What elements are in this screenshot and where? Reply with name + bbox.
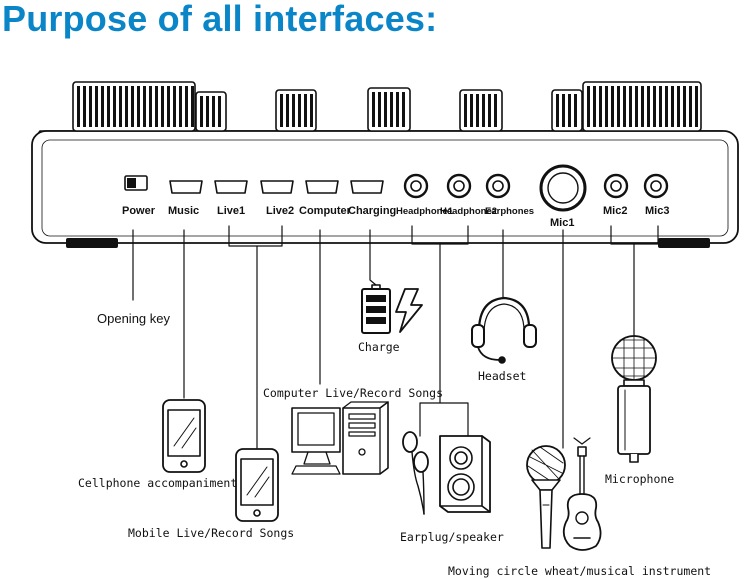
speaker-icon [439,435,491,513]
knob-icon [195,91,227,132]
caption-cellphone: Cellphone accompaniment [78,476,238,490]
handheld-microphone-icon [526,445,566,549]
knob-icon [275,89,317,132]
port-label-computer: Computer [299,205,351,217]
power-switch-icon [124,175,148,191]
knob-icon [367,87,411,132]
page-title: Purpose of all interfaces: [2,0,438,39]
caption-computer-live: Computer Live/Record Songs [263,386,444,400]
connector-lines [132,225,659,449]
condenser-microphone-icon [611,335,657,463]
port-label-headphone2: Headphone2 [440,206,498,217]
knob-icon [459,89,503,132]
battery-icon [361,284,391,334]
knobs [72,81,702,132]
caption-charge: Charge [358,340,400,354]
caption-headset: Headset [478,369,527,383]
port-label-music: Music [168,205,200,217]
guitar-icon [562,437,602,551]
caption-opening-key: Opening key [97,311,170,326]
port-label-live2: Live2 [266,205,295,217]
caption-earplug-speaker: Earplug/speaker [400,530,504,544]
earphones-icon [402,431,429,515]
knob-icon [551,89,583,132]
smartphone-icon [235,448,279,522]
usb-ports [169,180,384,194]
knob-icon [582,81,702,132]
caption-moving-circle: Moving circle wheat/musical instrument [448,564,712,578]
lightning-icon [395,288,423,333]
headset-icon [471,296,537,364]
port-label-earphones: Earphones [485,206,535,217]
port-label-power: Power [122,205,156,217]
port-label-charging: Charging [348,205,397,217]
port-label-headphone1: Headphone1 [396,206,454,217]
knob-icon [72,81,196,132]
smartphone-icon [162,399,206,473]
caption-microphone: Microphone [605,472,675,486]
port-label-live1: Live1 [217,205,246,217]
computer-icon [291,401,389,475]
port-label-mic2: Mic2 [603,205,628,217]
audio-jacks [403,164,669,212]
port-label-mic1: Mic1 [550,217,575,229]
caption-mobile-live: Mobile Live/Record Songs [128,526,295,540]
port-label-mic3: Mic3 [645,205,670,217]
